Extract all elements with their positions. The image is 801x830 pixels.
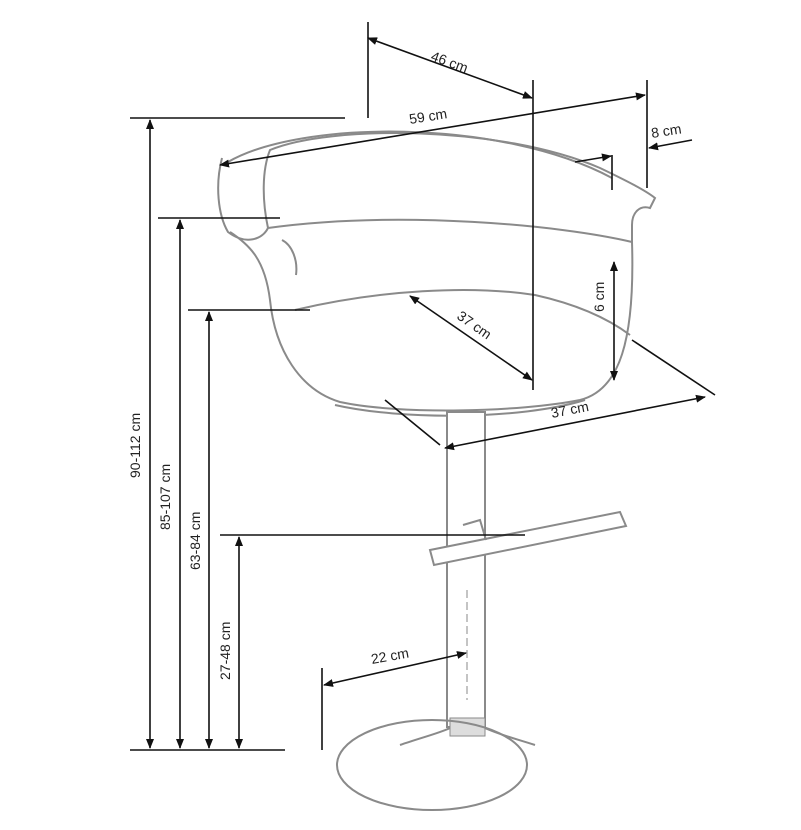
label-armrest-width: 8 cm: [650, 120, 682, 141]
label-armrest-height: 6 cm: [591, 282, 607, 312]
chair-illustration: [217, 130, 657, 811]
seat-cushion: [294, 289, 631, 336]
label-total-height: 90-112 cm: [127, 413, 143, 478]
base-radius-arrow: [323, 651, 467, 687]
label-seat-height: 63-84 cm: [187, 512, 203, 570]
label-seat-width: 37 cm: [550, 398, 590, 421]
footrest: [428, 510, 628, 567]
seat-depth-arrow: [409, 295, 533, 381]
seat-shell: [229, 231, 634, 412]
label-armrest-floor-height: 85-107 cm: [157, 464, 173, 530]
seat-width-arrow: [444, 394, 706, 451]
base-disc: [336, 719, 528, 811]
label-base-radius: 22 cm: [370, 645, 410, 667]
depth-top-arrow: [367, 37, 533, 99]
label-width-top: 59 cm: [408, 105, 448, 127]
label-seat-depth: 37 cm: [454, 307, 494, 342]
backrest-outer: [217, 132, 657, 244]
dimension-lines: [130, 22, 716, 751]
width-top-arrow: [219, 92, 646, 168]
armrest-width-arrow: [648, 139, 693, 151]
label-depth-top: 46 cm: [429, 48, 470, 76]
armrest-left: [281, 239, 298, 276]
footrest-joint: [462, 518, 487, 541]
stool-column: [446, 411, 486, 728]
label-footrest-height: 27-48 cm: [217, 622, 233, 680]
